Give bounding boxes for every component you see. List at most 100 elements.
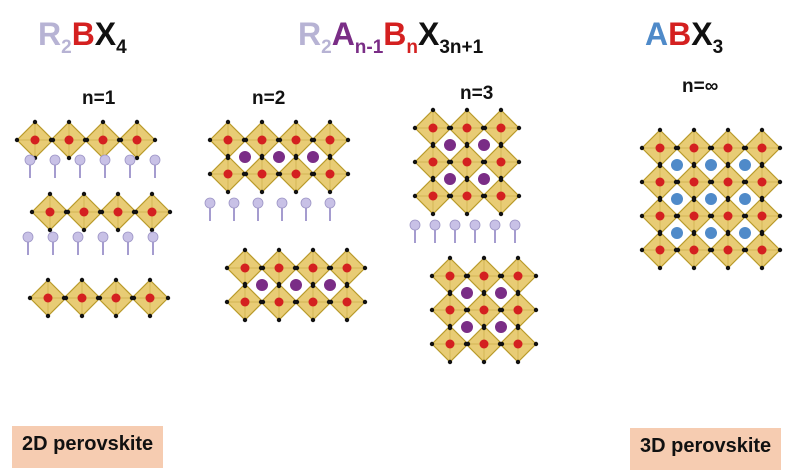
- x-anion: [241, 171, 247, 177]
- badge-3d-perovskite: 3D perovskite: [630, 428, 782, 470]
- x-anion: [412, 125, 418, 131]
- x-anion: [481, 255, 487, 261]
- x-anion: [326, 265, 332, 271]
- formula-rp-r: R: [298, 16, 322, 52]
- x-anion: [259, 153, 265, 159]
- x-anion: [447, 255, 453, 261]
- x-anion: [430, 211, 436, 217]
- x-anion: [149, 227, 155, 233]
- x-anion: [463, 273, 469, 279]
- x-anion: [497, 273, 503, 279]
- spacer-head: [300, 197, 312, 209]
- x-anion: [97, 209, 103, 215]
- b-cation: [723, 177, 733, 187]
- b-cation: [513, 305, 523, 315]
- b-cation: [342, 263, 352, 273]
- x-anion: [777, 213, 783, 219]
- b-cation: [757, 177, 767, 187]
- b-cation: [462, 191, 472, 201]
- formula-rp: R2An-1BnX3n+1: [298, 18, 483, 57]
- x-anion: [309, 171, 315, 177]
- x-anion: [29, 209, 35, 215]
- a-cation: [478, 139, 490, 151]
- x-anion: [412, 193, 418, 199]
- x-anion: [741, 247, 747, 253]
- x-anion: [14, 137, 20, 143]
- a-cation: [705, 159, 717, 171]
- x-anion: [275, 137, 281, 143]
- x-anion: [533, 341, 539, 347]
- spacer-head: [204, 197, 216, 209]
- b-cation: [757, 245, 767, 255]
- b-cation: [445, 339, 455, 349]
- x-anion: [741, 145, 747, 151]
- x-anion: [430, 141, 436, 147]
- b-cation: [479, 305, 489, 315]
- b-cation: [723, 143, 733, 153]
- x-anion: [464, 175, 470, 181]
- formula-rp-x: X: [418, 16, 440, 52]
- x-anion: [639, 213, 645, 219]
- x-anion: [515, 323, 521, 329]
- a-cation: [239, 151, 251, 163]
- spacer-head: [449, 219, 461, 231]
- formula-rp-b-sub: n: [406, 37, 419, 58]
- spacer-head: [124, 154, 136, 166]
- x-anion: [515, 359, 521, 365]
- x-anion: [276, 247, 282, 253]
- x-anion: [480, 193, 486, 199]
- x-anion: [32, 119, 38, 125]
- spacer-head: [49, 154, 61, 166]
- x-anion: [61, 295, 67, 301]
- x-anion: [498, 211, 504, 217]
- x-anion: [225, 189, 231, 195]
- b-cation: [655, 177, 665, 187]
- b-cation: [462, 157, 472, 167]
- x-anion: [293, 189, 299, 195]
- x-anion: [741, 179, 747, 185]
- b-cation: [274, 263, 284, 273]
- label-n2: n=2: [252, 88, 286, 109]
- b-cation: [308, 263, 318, 273]
- x-anion: [673, 213, 679, 219]
- x-anion: [224, 265, 230, 271]
- x-anion: [276, 317, 282, 323]
- b-cation: [223, 169, 233, 179]
- a-cation: [671, 159, 683, 171]
- x-anion: [63, 209, 69, 215]
- x-anion: [293, 119, 299, 125]
- x-anion: [327, 153, 333, 159]
- x-anion: [429, 341, 435, 347]
- spacer-head: [489, 219, 501, 231]
- b-cation: [64, 135, 74, 145]
- x-anion: [134, 155, 140, 161]
- x-anion: [759, 229, 765, 235]
- a-cation: [461, 321, 473, 333]
- x-anion: [639, 247, 645, 253]
- b-cation: [757, 211, 767, 221]
- x-anion: [82, 137, 88, 143]
- a-cation: [478, 173, 490, 185]
- x-anion: [515, 289, 521, 295]
- spacer-head: [409, 219, 421, 231]
- x-anion: [100, 119, 106, 125]
- b-cation: [689, 211, 699, 221]
- spacer-head: [429, 219, 441, 231]
- spacer-head: [228, 197, 240, 209]
- x-anion: [497, 307, 503, 313]
- formula-3d-x: X: [691, 16, 713, 52]
- b-cation: [496, 157, 506, 167]
- x-anion: [446, 159, 452, 165]
- formula-3d-b: B: [668, 16, 692, 52]
- a-cation: [671, 227, 683, 239]
- x-anion: [481, 359, 487, 365]
- b-cation: [308, 297, 318, 307]
- x-anion: [292, 299, 298, 305]
- x-anion: [481, 323, 487, 329]
- b-cation: [291, 135, 301, 145]
- x-anion: [48, 137, 54, 143]
- label-ninf: n=∞: [682, 76, 719, 97]
- b-cation: [257, 169, 267, 179]
- b-cation: [240, 263, 250, 273]
- x-anion: [430, 107, 436, 113]
